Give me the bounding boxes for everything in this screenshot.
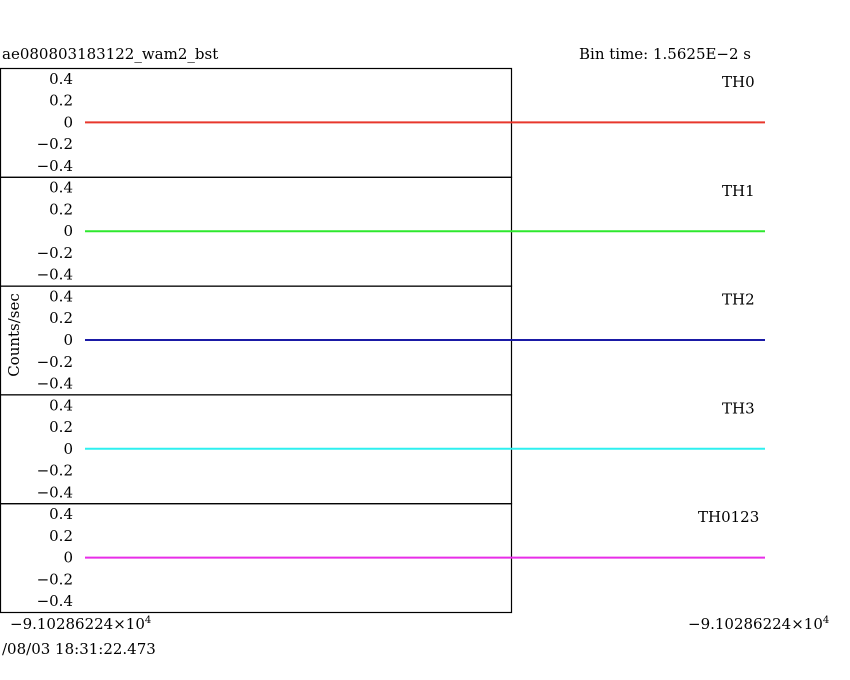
series-label-th1: TH1 [722,182,755,200]
y-tick-label: −0.2 [37,135,73,153]
bin-time-label: Bin time: 1.5625E−2 s [579,45,752,63]
y-tick-label: 0.4 [49,505,73,523]
y-tick-label: 0.2 [49,92,73,110]
y-tick-label: 0 [63,222,73,240]
y-tick-label: −0.2 [37,462,73,480]
y-tick-label: −0.4 [37,375,73,393]
y-tick-label: −0.2 [37,353,73,371]
y-tick-label: −0.2 [37,244,73,262]
y-tick-label: −0.4 [37,157,73,175]
y-tick-label: −0.2 [37,570,73,588]
y-tick-label: 0 [63,113,73,131]
y-tick-label: 0.4 [49,70,73,88]
source-name-title: ae080803183122_wam2_bst [2,45,219,63]
y-tick-label: 0.2 [49,527,73,545]
series-label-th0123: TH0123 [698,508,759,526]
y-tick-label: 0.4 [49,396,73,414]
y-tick-label: −0.4 [37,483,73,501]
y-axis-label: Counts/sec [5,293,23,377]
y-tick-label: 0.2 [49,309,73,327]
y-tick-label: 0 [63,549,73,567]
y-tick-label: −0.4 [37,592,73,610]
x-start-tick-label: −9.10286224×104 [10,615,152,633]
series-label-th0: TH0 [722,73,755,91]
y-tick-label: 0.2 [49,418,73,436]
y-tick-label: 0.4 [49,287,73,305]
y-tick-label: 0 [63,331,73,349]
series-label-th3: TH3 [722,399,755,417]
y-tick-label: 0 [63,440,73,458]
y-tick-label: 0.2 [49,200,73,218]
start-date-label: /08/03 18:31:22.473 [2,640,156,658]
y-tick-label: −0.4 [37,266,73,284]
series-label-th2: TH2 [722,291,755,309]
x-end-tick-label: −9.10286224×104 [688,615,830,633]
y-tick-label: 0.4 [49,179,73,197]
